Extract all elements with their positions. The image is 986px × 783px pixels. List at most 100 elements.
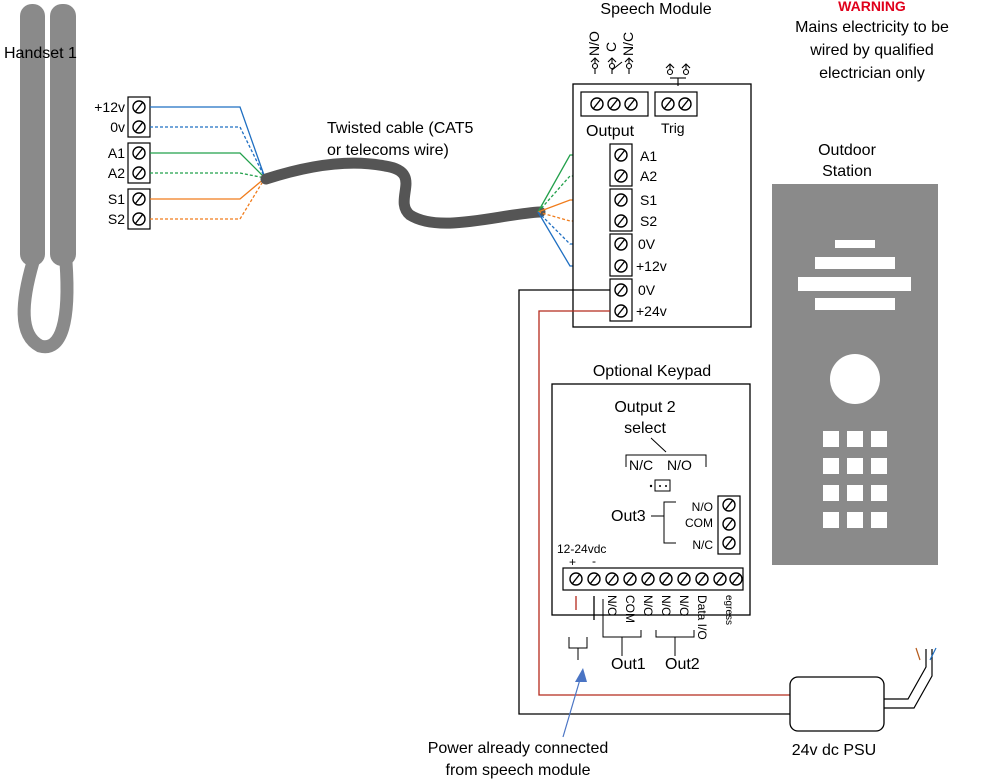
screw-terminal xyxy=(614,283,628,297)
output2-label-line1: Output 2 xyxy=(614,399,675,416)
wire-orange-dashed xyxy=(150,177,266,220)
supply-label: 12-24vdc xyxy=(557,542,606,556)
wire-black-0v xyxy=(518,289,790,715)
wire-orange-dashed xyxy=(537,211,610,222)
screw-terminal xyxy=(624,97,638,111)
relay-label-no: N/O xyxy=(586,31,602,56)
screw-terminal xyxy=(132,166,146,180)
output2-label-line2: select xyxy=(624,420,666,437)
note-line2: from speech module xyxy=(446,762,591,779)
output2-bracket xyxy=(625,437,707,467)
out1-out2-brackets xyxy=(568,599,695,660)
screw-terminal xyxy=(722,517,736,531)
screw-terminal xyxy=(132,100,146,114)
screw-terminal xyxy=(678,97,692,111)
out3-terminal-label: COM xyxy=(685,516,713,530)
warning-line1: Mains electricity to be xyxy=(795,19,949,36)
screw-terminal xyxy=(614,148,628,162)
screw-terminal xyxy=(590,97,604,111)
cable-label-line1: Twisted cable (CAT5 xyxy=(327,120,474,137)
handset-terminal-label: 0v xyxy=(110,119,125,135)
relay-symbol xyxy=(590,57,691,86)
wire-green xyxy=(150,152,266,179)
speech-terminal-label: 0V xyxy=(638,236,656,252)
warning-line2: wired by qualified xyxy=(809,42,934,59)
out1-label: Out1 xyxy=(611,656,646,673)
screw-terminal xyxy=(677,572,691,586)
screw-terminal xyxy=(132,120,146,134)
screw-terminal xyxy=(729,572,743,586)
handset-terminal-label: A2 xyxy=(108,165,125,181)
keypad-key xyxy=(871,485,887,501)
keypad-key xyxy=(871,431,887,447)
speaker-grille-bar xyxy=(835,240,875,248)
wire-blue-dashed xyxy=(150,126,266,179)
outdoor-station-title-line2: Station xyxy=(822,163,872,180)
speech-terminal-label: S1 xyxy=(640,192,657,208)
speech-terminal-label: S2 xyxy=(640,213,657,229)
out3-bracket xyxy=(651,501,676,544)
speaker-grille-bar xyxy=(815,298,895,310)
wire-green-dashed xyxy=(150,172,266,179)
jumper-link xyxy=(649,479,671,492)
supply-minus-label: - xyxy=(592,554,596,568)
screw-terminal xyxy=(614,214,628,228)
power-wires xyxy=(518,289,790,715)
note-arrow-head-icon xyxy=(575,668,587,682)
screw-terminal xyxy=(722,498,736,512)
out3-terminal-label: N/C xyxy=(692,538,713,552)
speech-module-title: Speech Module xyxy=(600,1,711,18)
handset-terminal-label: S2 xyxy=(108,211,125,227)
twisted-cable xyxy=(260,157,546,229)
speech-terminal-label: +12v xyxy=(636,258,667,274)
psu-box xyxy=(789,676,885,732)
screw-terminal xyxy=(713,572,727,586)
handset xyxy=(17,4,76,354)
handset-wires xyxy=(150,106,266,220)
relay-label-nc: N/C xyxy=(620,32,636,56)
handset-terminal-label: +12v xyxy=(94,99,125,115)
camera-lens-icon xyxy=(830,354,880,404)
keypad-key xyxy=(847,431,863,447)
keypad-key xyxy=(823,485,839,501)
note-line1: Power already connected xyxy=(428,740,609,757)
keypad-title: Optional Keypad xyxy=(593,363,711,380)
screw-terminal xyxy=(587,572,601,586)
bottom-terminal-label: Data I/O xyxy=(695,595,709,640)
outdoor-station-title-line1: Outdoor xyxy=(818,142,876,159)
note-arrow-line xyxy=(562,675,582,738)
psu-label: 24v dc PSU xyxy=(792,742,876,759)
psu-mains-cable xyxy=(884,647,937,709)
out3-terminal-label: N/O xyxy=(692,500,713,514)
outdoor-station xyxy=(772,184,938,565)
handset-terminal-block xyxy=(127,96,151,230)
screw-terminal xyxy=(605,572,619,586)
out2-label: Out2 xyxy=(665,656,700,673)
output-label: Output xyxy=(586,123,635,140)
speaker-grille-bar xyxy=(815,257,895,269)
screw-terminal xyxy=(614,169,628,183)
speech-terminal-label: A1 xyxy=(640,148,657,164)
screw-terminal xyxy=(614,237,628,251)
handset-body-right xyxy=(50,4,76,266)
bottom-terminal-label: N/C xyxy=(659,595,673,616)
out3-label: Out3 xyxy=(611,508,646,525)
relay-label-c: C xyxy=(603,42,619,52)
trig-label: Trig xyxy=(661,120,685,136)
keypad-key xyxy=(823,512,839,528)
screw-terminal xyxy=(695,572,709,586)
bottom-terminal-label: N/C xyxy=(605,595,619,616)
screw-terminal xyxy=(623,572,637,586)
handset-terminal-label: A1 xyxy=(108,145,125,161)
screw-terminal xyxy=(661,97,675,111)
screw-terminal xyxy=(722,536,736,550)
screw-terminal xyxy=(569,572,583,586)
screw-terminal xyxy=(132,192,146,206)
bottom-terminal-label: COM xyxy=(623,595,637,623)
handset-body-left xyxy=(20,4,45,266)
handset-cord xyxy=(17,260,74,354)
screw-terminal xyxy=(132,146,146,160)
wire-blue xyxy=(150,106,266,179)
speech-terminal-label: A2 xyxy=(640,168,657,184)
